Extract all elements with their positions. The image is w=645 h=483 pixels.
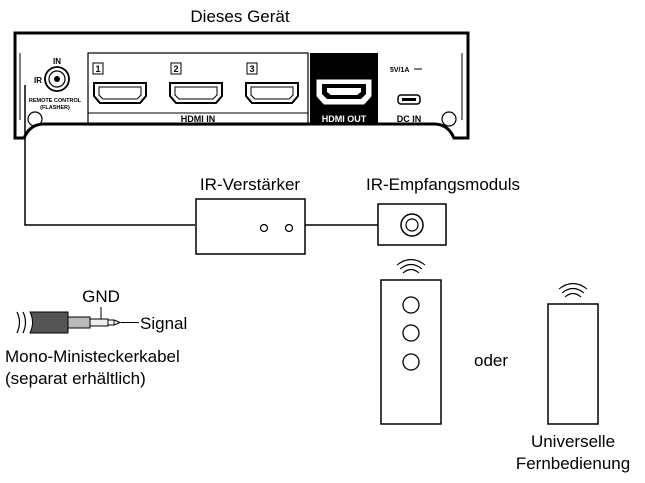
or-label: oder (474, 351, 508, 370)
ir-receiver (377, 203, 447, 246)
device-rear-panel: IN IR REMOTE CONTROL (FLASHER) HDMI IN 1… (13, 31, 470, 140)
remote-button (402, 324, 420, 342)
hdmi-in-1-number: 1 (95, 64, 100, 74)
universal-remote-label-1: Universelle (531, 432, 615, 451)
ir-receiver-label: IR-Empfangsmoduls (366, 175, 520, 194)
remote-button (402, 353, 420, 371)
hdmi-in-port-2[interactable] (169, 82, 223, 104)
hdmi-in-group (87, 52, 309, 126)
ir-wave-icon (558, 282, 588, 298)
ir-label: IR (34, 76, 42, 85)
cable-name: Mono-Ministeckerkabel (5, 347, 180, 366)
device-title: Dieses Gerät (190, 7, 289, 26)
ir-amplifier (195, 198, 306, 255)
left-foot-icon (27, 111, 43, 127)
remote-control-label: REMOTE CONTROL (29, 98, 82, 104)
mono-mini-plug-icon (16, 311, 122, 334)
ir-jack[interactable] (44, 66, 70, 92)
remote-button (402, 296, 420, 314)
cable-note: (separat erhältlich) (5, 369, 146, 388)
ir-amplifier-label: IR-Verstärker (200, 175, 300, 194)
ir-wave-icon (396, 258, 426, 274)
ir-cable (24, 85, 195, 226)
hdmi-in-port-3[interactable] (245, 82, 299, 104)
ir-in-label: IN (53, 57, 61, 66)
universal-remote-label-2: Fernbedienung (516, 454, 630, 473)
hdmi-in-port-1[interactable] (93, 82, 147, 104)
supplied-remote (380, 279, 442, 425)
hdmi-in-3-number: 3 (249, 64, 254, 74)
hdmi-in-label: HDMI IN (181, 114, 216, 124)
flasher-label: (FLASHER) (40, 105, 70, 111)
gnd-label: GND (82, 287, 120, 306)
amplifier-led-icon (259, 223, 269, 233)
signal-label: Signal (140, 314, 187, 333)
amplifier-led-icon (284, 223, 294, 233)
universal-remote (547, 303, 599, 425)
hdmi-in-2-number: 2 (173, 64, 178, 74)
hdmi-out-label: HDMI OUT (322, 114, 367, 124)
right-foot-icon (441, 111, 457, 127)
dc-in-label: DC IN (397, 114, 422, 124)
dc-in-port[interactable] (397, 94, 421, 105)
hdmi-out-port[interactable] (316, 79, 372, 105)
power-rating-label: 5V/1A (390, 67, 409, 74)
